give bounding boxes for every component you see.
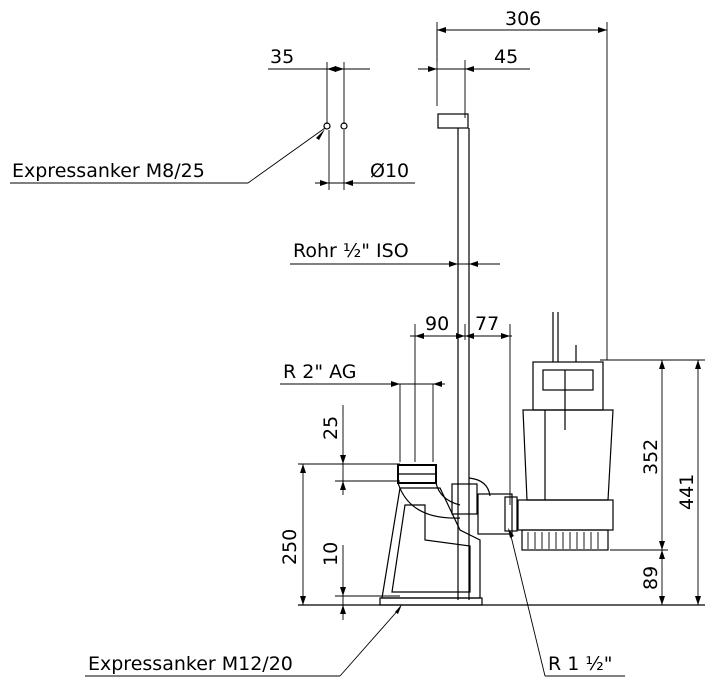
dim-441-label: 441 <box>676 474 698 510</box>
dim-45-label: 45 <box>494 46 518 68</box>
dimension-phi10: Ø10 <box>315 130 415 190</box>
dim-10-label: 10 <box>320 542 342 566</box>
pump-strainer <box>527 532 599 549</box>
anchor-top-label: Expressanker M8/25 <box>12 160 205 182</box>
dimension-90-77: 90 77 <box>410 313 512 505</box>
dim-77-label: 77 <box>475 313 499 335</box>
dimension-25: 25 <box>298 405 400 495</box>
dim-phi10-label: Ø10 <box>370 160 409 182</box>
dimension-35: 35 <box>268 46 370 124</box>
dim-90-label: 90 <box>425 313 449 335</box>
dim-306-label: 306 <box>505 8 541 30</box>
thread-top-label: R 2" AG <box>283 361 357 383</box>
leader-anchor-bottom: Expressanker M12/20 <box>85 604 402 677</box>
thread-top: R 2" AG <box>280 361 445 462</box>
dim-35-label: 35 <box>270 46 294 68</box>
leader-thread-bottom: R 1 ½" <box>508 528 625 677</box>
pump <box>517 312 614 551</box>
dimension-306: 306 <box>436 8 608 360</box>
anchor-bottom-label: Expressanker M12/20 <box>88 653 293 675</box>
thread-bottom-label: R 1 ½" <box>548 653 613 675</box>
dimension-10: 10 <box>320 542 400 620</box>
dim-250-label: 250 <box>279 529 301 565</box>
pedestal <box>379 464 518 606</box>
anchor-points-top <box>316 122 348 140</box>
dim-89-label: 89 <box>640 566 662 590</box>
dimension-352-441-89: 352 441 89 <box>600 359 705 605</box>
dim-25-label: 25 <box>320 416 342 440</box>
pipe <box>437 113 470 600</box>
dimension-250: 250 <box>279 464 306 605</box>
dimension-45: 45 <box>418 30 530 118</box>
leader-anchor-top: Expressanker M8/25 <box>10 127 326 184</box>
leader-pipe: Rohr ½" ISO <box>290 240 500 267</box>
pipe-label: Rohr ½" ISO <box>293 240 409 262</box>
dim-352-label: 352 <box>640 439 662 475</box>
